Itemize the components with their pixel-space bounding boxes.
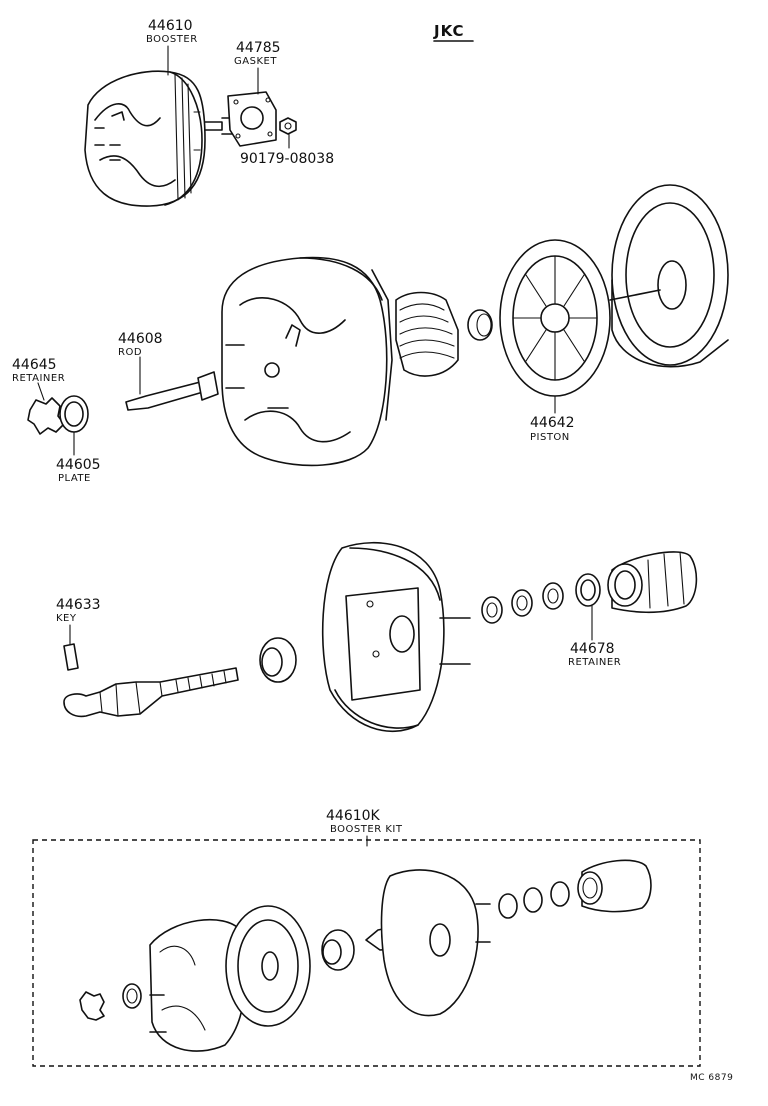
svg-text:RETAINER: RETAINER	[12, 373, 65, 384]
valve-operating-rod-drawing	[63, 667, 239, 718]
svg-text:PISTON: PISTON	[530, 432, 570, 443]
nut-drawing	[279, 117, 297, 135]
label-retainer-44645: 44645 RETAINER	[12, 357, 65, 384]
key-drawing	[63, 624, 79, 671]
svg-text:44605: 44605	[56, 457, 101, 473]
label-key: 44633 KEY	[56, 597, 101, 624]
svg-text:44610K: 44610K	[326, 808, 381, 824]
svg-text:BOOSTER KIT: BOOSTER KIT	[330, 824, 403, 835]
figure-code: MC 6879	[690, 1073, 733, 1083]
svg-text:44678: 44678	[570, 641, 615, 657]
plate-44605-drawing	[59, 395, 89, 433]
diaphragm-spring-drawing	[395, 291, 459, 377]
label-nut: 90179-08038	[240, 151, 334, 167]
front-shell-drawing	[609, 184, 729, 368]
diagram-header: JKC	[433, 22, 474, 42]
svg-text:PLATE: PLATE	[58, 473, 91, 484]
booster-assembly-drawing	[84, 70, 235, 207]
svg-text:ROD: ROD	[118, 347, 142, 358]
reaction-disc-drawing	[467, 309, 493, 341]
svg-text:44608: 44608	[118, 331, 163, 347]
retainer-44645-drawing	[27, 397, 65, 435]
label-booster: 44610 BOOSTER	[146, 18, 198, 45]
seal-rings-drawing	[481, 582, 564, 624]
kit-parts-drawing	[79, 859, 652, 1052]
header-text: JKC	[433, 22, 465, 40]
label-rod: 44608 ROD	[118, 331, 163, 358]
label-gasket: 44785 GASKET	[234, 40, 281, 67]
svg-text:90179-08038: 90179-08038	[240, 151, 334, 167]
label-retainer-44678: 44678 RETAINER	[568, 641, 621, 668]
svg-text:BOOSTER: BOOSTER	[146, 34, 198, 45]
svg-text:GASKET: GASKET	[234, 56, 277, 67]
svg-text:44785: 44785	[236, 40, 281, 56]
svg-text:MC 6879: MC 6879	[690, 1073, 733, 1083]
svg-text:44645: 44645	[12, 357, 57, 373]
svg-text:44642: 44642	[530, 415, 575, 431]
svg-text:KEY: KEY	[56, 613, 77, 624]
svg-text:44633: 44633	[56, 597, 101, 613]
rod-drawing	[125, 371, 219, 411]
svg-text:44610: 44610	[148, 18, 193, 34]
leader-lines-top	[167, 45, 290, 149]
boot-drawing	[607, 551, 698, 614]
valve-body-seal-drawing	[259, 637, 297, 683]
piston-drawing	[499, 239, 611, 397]
rear-shell-drawing	[221, 256, 393, 467]
label-booster-kit: 44610K BOOSTER KIT	[326, 808, 403, 835]
svg-text:RETAINER: RETAINER	[568, 657, 621, 668]
booster-kit-box	[32, 835, 701, 1067]
retainer-44678-drawing	[575, 573, 601, 607]
label-piston: 44642 PISTON	[530, 415, 575, 443]
label-plate: 44605 PLATE	[56, 457, 101, 484]
rear-shell-section3-drawing	[321, 541, 471, 733]
leader-lines-middle	[37, 356, 556, 456]
gasket-drawing	[227, 91, 277, 147]
